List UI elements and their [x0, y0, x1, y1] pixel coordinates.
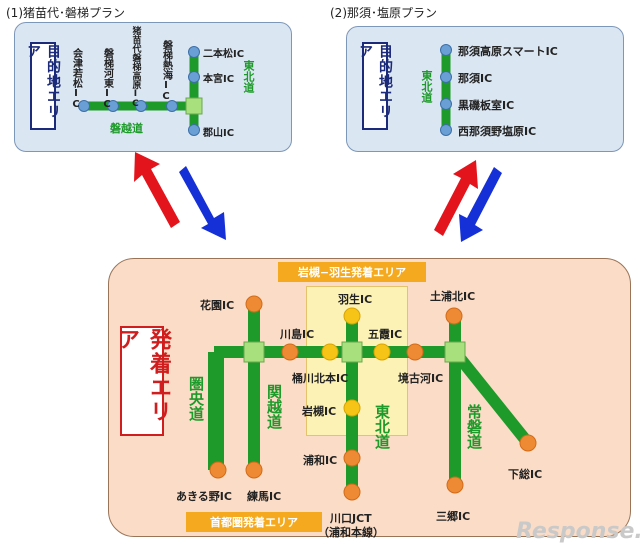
koriyama-jct: [185, 97, 203, 115]
ic-iwatsuki: 岩槻IC: [302, 405, 337, 418]
response-watermark: Response.: [516, 519, 640, 544]
road-banetsu: 磐越道: [110, 122, 143, 135]
aizu-wakamatsu-node: [78, 100, 90, 112]
plan2-panel: [346, 26, 624, 152]
ic-inawashiro: 猪苗代磐梯高原IC: [130, 26, 141, 109]
road-kenodo: 圏央道: [187, 376, 205, 421]
ic-nishinasuno: 西那須野塩原IC: [458, 125, 537, 138]
ic-akiruno: あきる野IC: [176, 490, 232, 503]
motomiya-node: [188, 71, 200, 83]
road-kanetsu: 関越道: [265, 384, 283, 429]
koriyama-node: [188, 124, 200, 136]
ic-hanazono: 花園IC: [200, 299, 235, 312]
road-tohoku-plan2: 東北道: [420, 70, 433, 103]
departure-area-label: 発着エリア: [114, 326, 171, 436]
road-joban: 常磐道: [465, 404, 483, 449]
ic-shimofusa: 下総IC: [508, 468, 543, 481]
ic-urawa: 浦和IC: [303, 454, 338, 467]
nihonmatsu-node: [188, 46, 200, 58]
ic-bandai-atami: 磐梯熱海IC: [160, 40, 172, 102]
ic-kazo: 五霞IC: [368, 328, 403, 341]
jct-kawaguchi-sub: （浦和本線）: [318, 526, 384, 539]
bandai-atami-node: [166, 100, 178, 112]
ic-kuroiso: 黒磯板室IC: [458, 99, 515, 112]
ic-misato: 三郷IC: [436, 510, 471, 523]
tsurugashima-jct: [243, 341, 265, 363]
ic-nasu-kogen: 那須高原スマートIC: [458, 45, 558, 58]
road-tohoku: 東北道: [373, 404, 391, 449]
ic-sakai-koga: 境古河IC: [398, 372, 444, 385]
ic-tsuchiura-kita: 土浦北IC: [430, 290, 476, 303]
ic-hanyu: 羽生IC: [338, 293, 373, 306]
arrow-up-red-2: [434, 160, 478, 236]
ic-nasu: 那須IC: [458, 72, 493, 85]
kuki-jct: [341, 341, 363, 363]
road-tohoku-plan1: 東北道: [242, 60, 255, 93]
ic-nerima: 練馬IC: [247, 490, 282, 503]
ic-kawajima: 川島IC: [280, 328, 315, 341]
ic-nihonmatsu: 二本松IC: [203, 49, 245, 60]
plan1-panel: [14, 22, 292, 152]
ic-bandai-kawahigashi: 磐梯河東IC: [101, 48, 113, 110]
jct-kawaguchi: 川口JCT: [330, 512, 372, 525]
plan2-title: (2)那須･塩原プラン: [330, 6, 437, 20]
plan1-title: (1)猪苗代･磐梯プラン: [6, 6, 125, 20]
ic-okegawa-kitamoto: 桶川北本IC: [292, 372, 349, 385]
arrow-up-red-1: [134, 152, 180, 228]
ic-koriyama: 郡山IC: [203, 128, 235, 139]
arrow-down-blue-1: [179, 166, 226, 240]
ic-aizu-wakamatsu: 会津若松IC: [70, 48, 82, 110]
plan1-destination-label: 目的地エリア: [25, 42, 61, 130]
arrow-down-blue-2: [459, 167, 502, 242]
bandai-kawahigashi-node: [107, 100, 119, 112]
tsukuba-jct: [444, 341, 466, 363]
iwatsuki-hanyu-area-label: 岩槻−羽生発着エリア: [278, 262, 426, 282]
inawashiro-node: [135, 100, 147, 112]
ic-motomiya: 本宮IC: [203, 74, 235, 85]
plan2-destination-label: 目的地エリア: [357, 42, 393, 130]
shutoken-area-label: 首都圏発着エリア: [186, 512, 322, 532]
